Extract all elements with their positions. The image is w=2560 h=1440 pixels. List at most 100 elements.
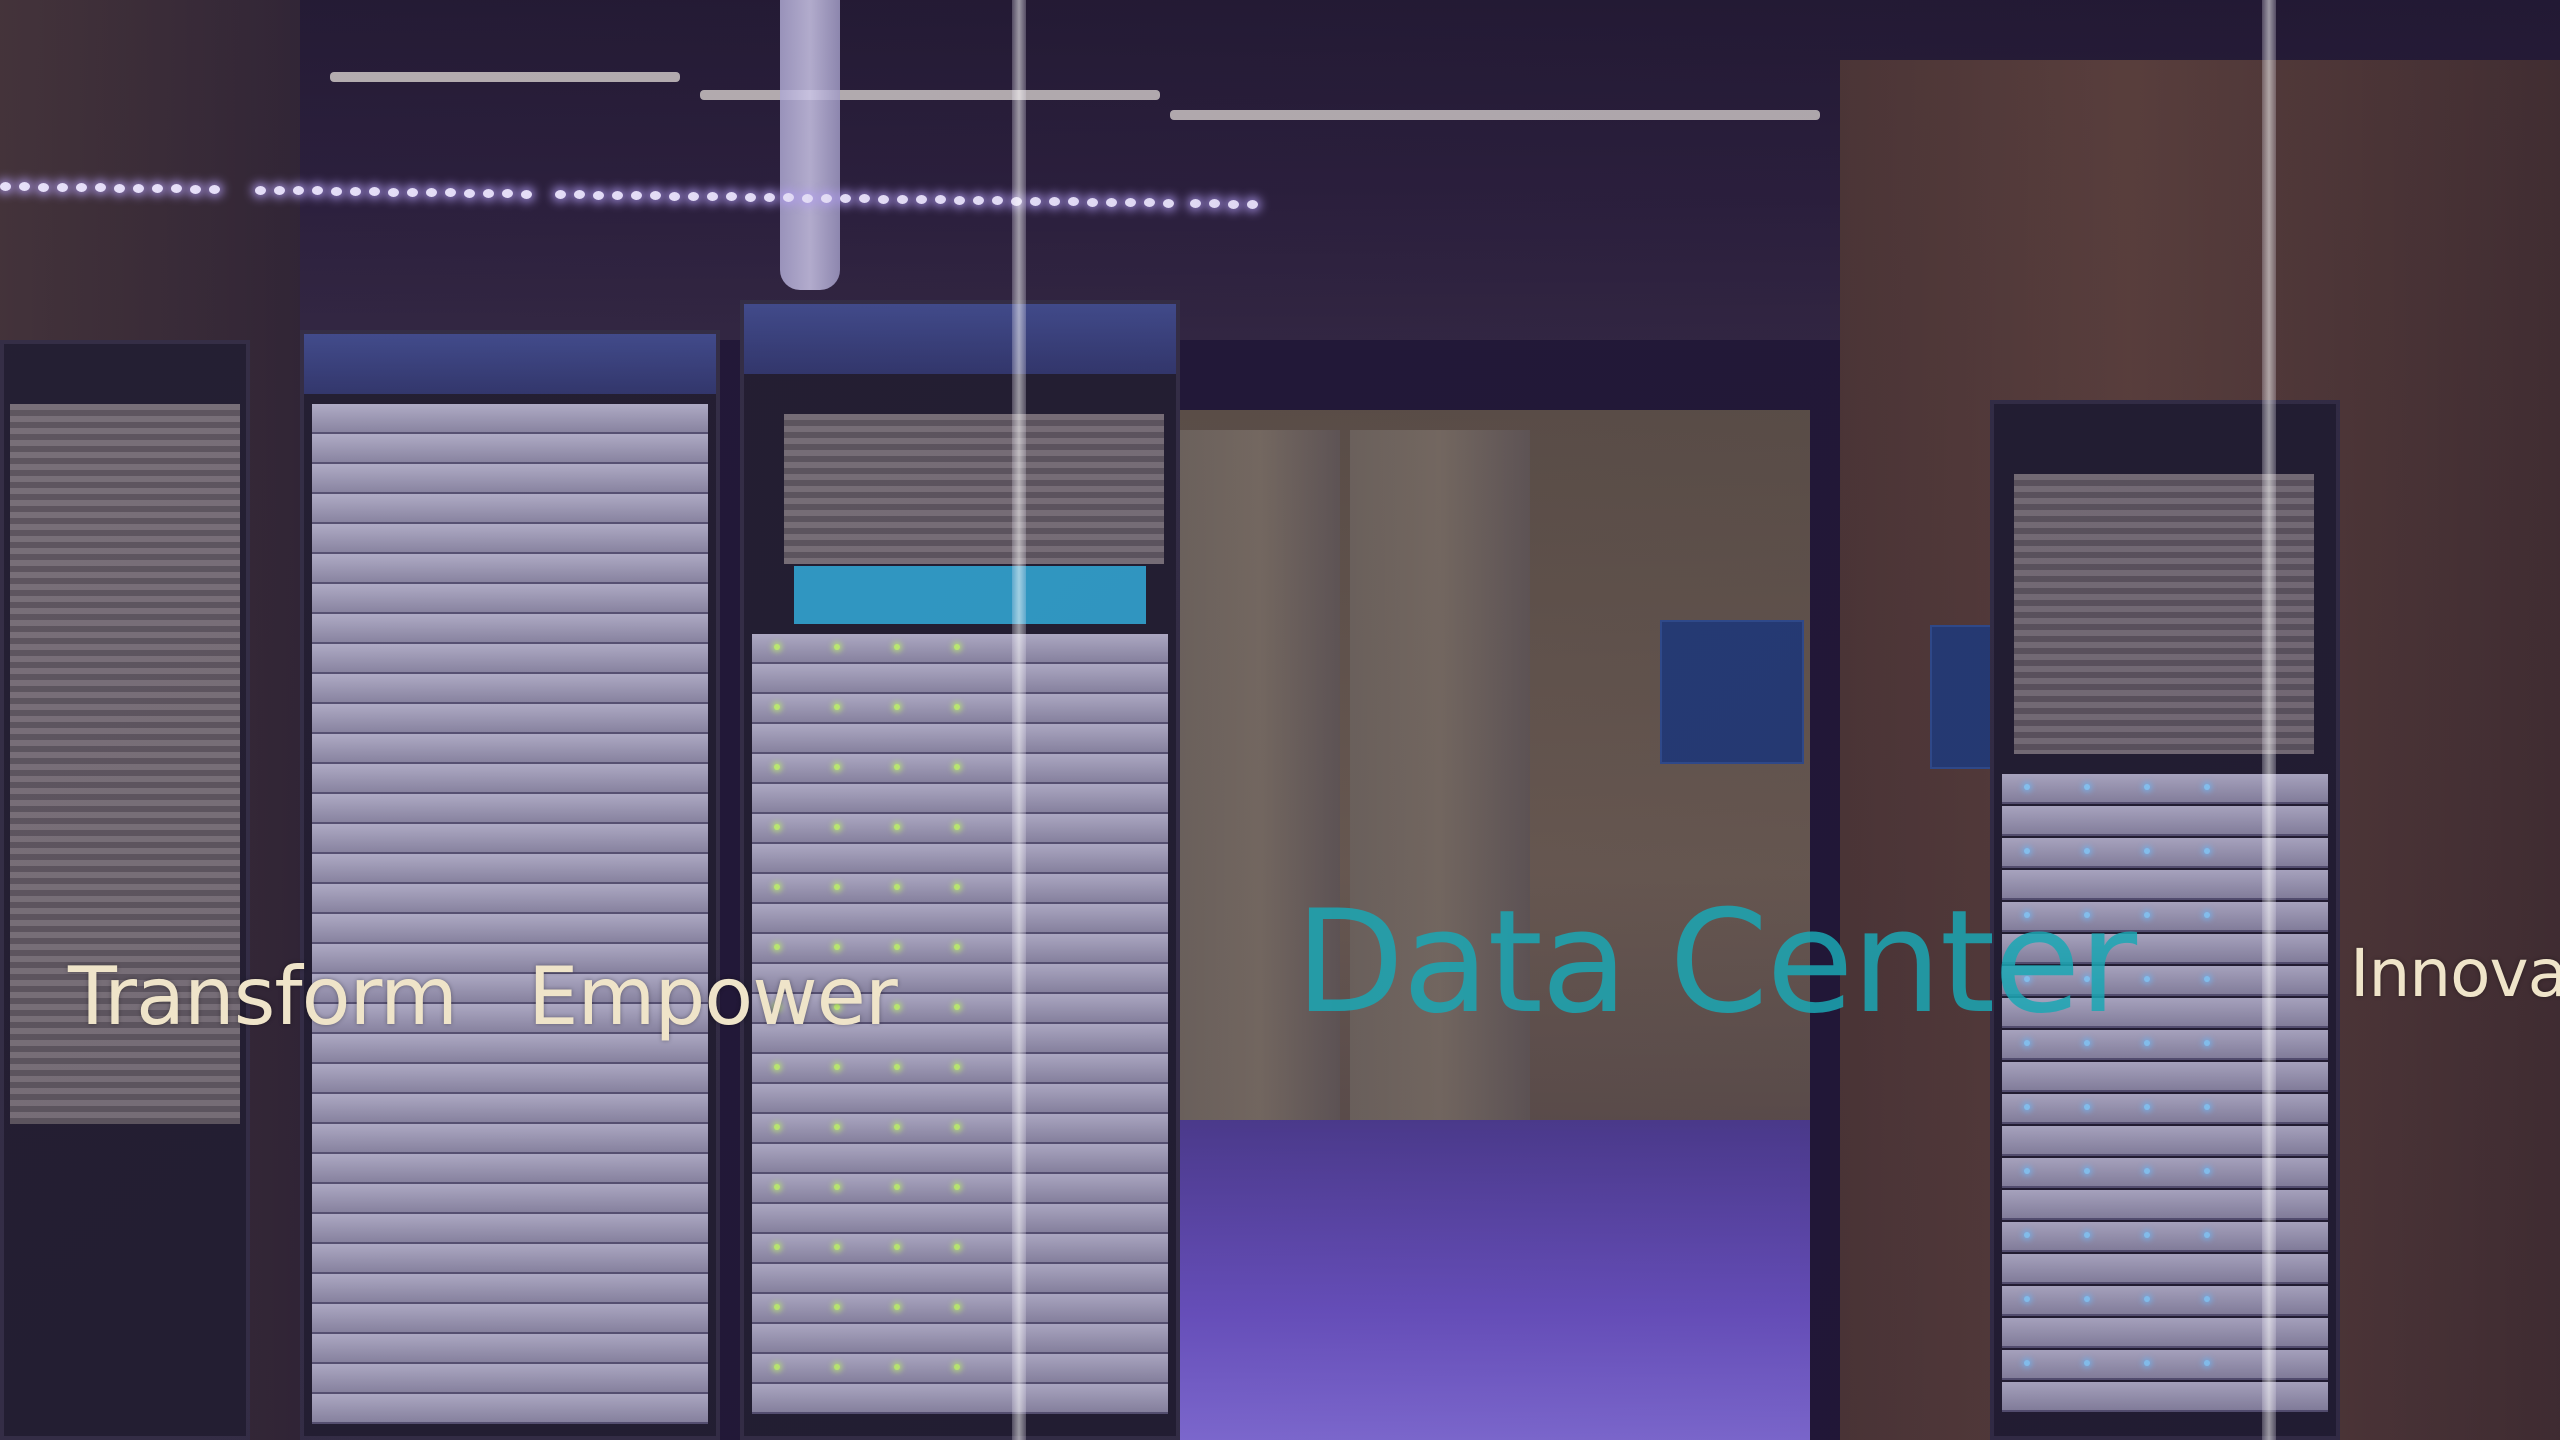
server-unit [312, 554, 708, 584]
status-led [2144, 976, 2150, 982]
server-unit [312, 1184, 708, 1214]
led-light [1209, 199, 1220, 209]
status-led [894, 704, 900, 710]
led-light [133, 183, 144, 193]
server-unit [312, 464, 708, 494]
led-light [574, 190, 585, 200]
status-led [2144, 912, 2150, 918]
status-led [2204, 1296, 2210, 1302]
server-unit [312, 884, 708, 914]
led-light [707, 192, 718, 202]
led-light [0, 182, 11, 191]
status-led [2204, 1168, 2210, 1174]
server-unit [2002, 1286, 2328, 1316]
status-led [834, 944, 840, 950]
status-led [774, 644, 780, 650]
server-unit [312, 824, 708, 854]
door-panel [1180, 430, 1340, 1130]
led-light [293, 186, 304, 196]
led-light [152, 184, 163, 194]
status-led [894, 944, 900, 950]
status-led [834, 1064, 840, 1070]
server-unit [312, 584, 708, 614]
led-light [916, 195, 927, 205]
server-unit [2002, 1254, 2328, 1284]
server-unit [312, 1064, 708, 1094]
server-unit [312, 434, 708, 464]
server-unit [2002, 1062, 2328, 1092]
status-led [2144, 1360, 2150, 1366]
status-led [834, 1364, 840, 1370]
status-led [2144, 784, 2150, 790]
led-light [209, 185, 220, 194]
server-unit [312, 1394, 708, 1424]
led-light [350, 187, 361, 197]
led-light [802, 193, 813, 203]
status-led [2144, 1104, 2150, 1110]
status-led [2204, 976, 2210, 982]
server-unit [752, 904, 1168, 934]
led-light [688, 191, 699, 201]
server-unit [752, 1384, 1168, 1414]
status-led [894, 1064, 900, 1070]
server-unit [2002, 1190, 2328, 1220]
server-unit [312, 524, 708, 554]
led-light [1068, 197, 1079, 207]
status-led [2144, 848, 2150, 854]
led-light [631, 191, 642, 201]
glass-mullion [2262, 0, 2276, 1440]
led-light [171, 184, 182, 194]
rack-top-panel [304, 334, 716, 394]
led-light [973, 196, 984, 205]
status-led [774, 1124, 780, 1130]
led-light [19, 182, 30, 192]
status-led [774, 824, 780, 830]
server-unit [752, 694, 1168, 724]
status-led [774, 1304, 780, 1310]
server-unit [752, 1204, 1168, 1234]
status-led [894, 764, 900, 770]
status-led [774, 1364, 780, 1370]
server-unit [312, 1364, 708, 1394]
led-light [95, 183, 106, 193]
decal-data-center: Data Center [1295, 880, 2137, 1045]
status-led [774, 884, 780, 890]
server-unit [312, 494, 708, 524]
led-light [369, 187, 380, 197]
status-led [774, 1064, 780, 1070]
status-led [774, 944, 780, 950]
status-led [2084, 1168, 2090, 1174]
status-led [834, 1004, 840, 1010]
server-unit [752, 1234, 1168, 1264]
server-rack-2 [740, 300, 1180, 1440]
status-led [2024, 1040, 2030, 1046]
corridor-floor [1180, 1120, 1810, 1440]
status-led [774, 1004, 780, 1010]
status-led [954, 1304, 960, 1310]
status-led [894, 884, 900, 890]
server-unit [312, 914, 708, 944]
status-led [2024, 1232, 2030, 1238]
led-light [1087, 197, 1098, 207]
status-led [954, 704, 960, 710]
status-led [2084, 784, 2090, 790]
status-led [954, 1004, 960, 1010]
status-led [2084, 1040, 2090, 1046]
status-led [2084, 912, 2090, 918]
server-unit [752, 1024, 1168, 1054]
led-light [821, 193, 832, 203]
server-unit [2002, 1350, 2328, 1380]
status-led [774, 1244, 780, 1250]
status-led [774, 704, 780, 710]
rack-top-panel [744, 304, 1176, 374]
status-led [834, 1184, 840, 1190]
server-unit [312, 734, 708, 764]
server-unit [752, 994, 1168, 1024]
led-light [1144, 198, 1155, 208]
server-unit [2002, 1126, 2328, 1156]
status-led [2204, 1360, 2210, 1366]
server-unit [752, 934, 1168, 964]
status-led [954, 824, 960, 830]
status-led [954, 944, 960, 950]
status-led [894, 1304, 900, 1310]
